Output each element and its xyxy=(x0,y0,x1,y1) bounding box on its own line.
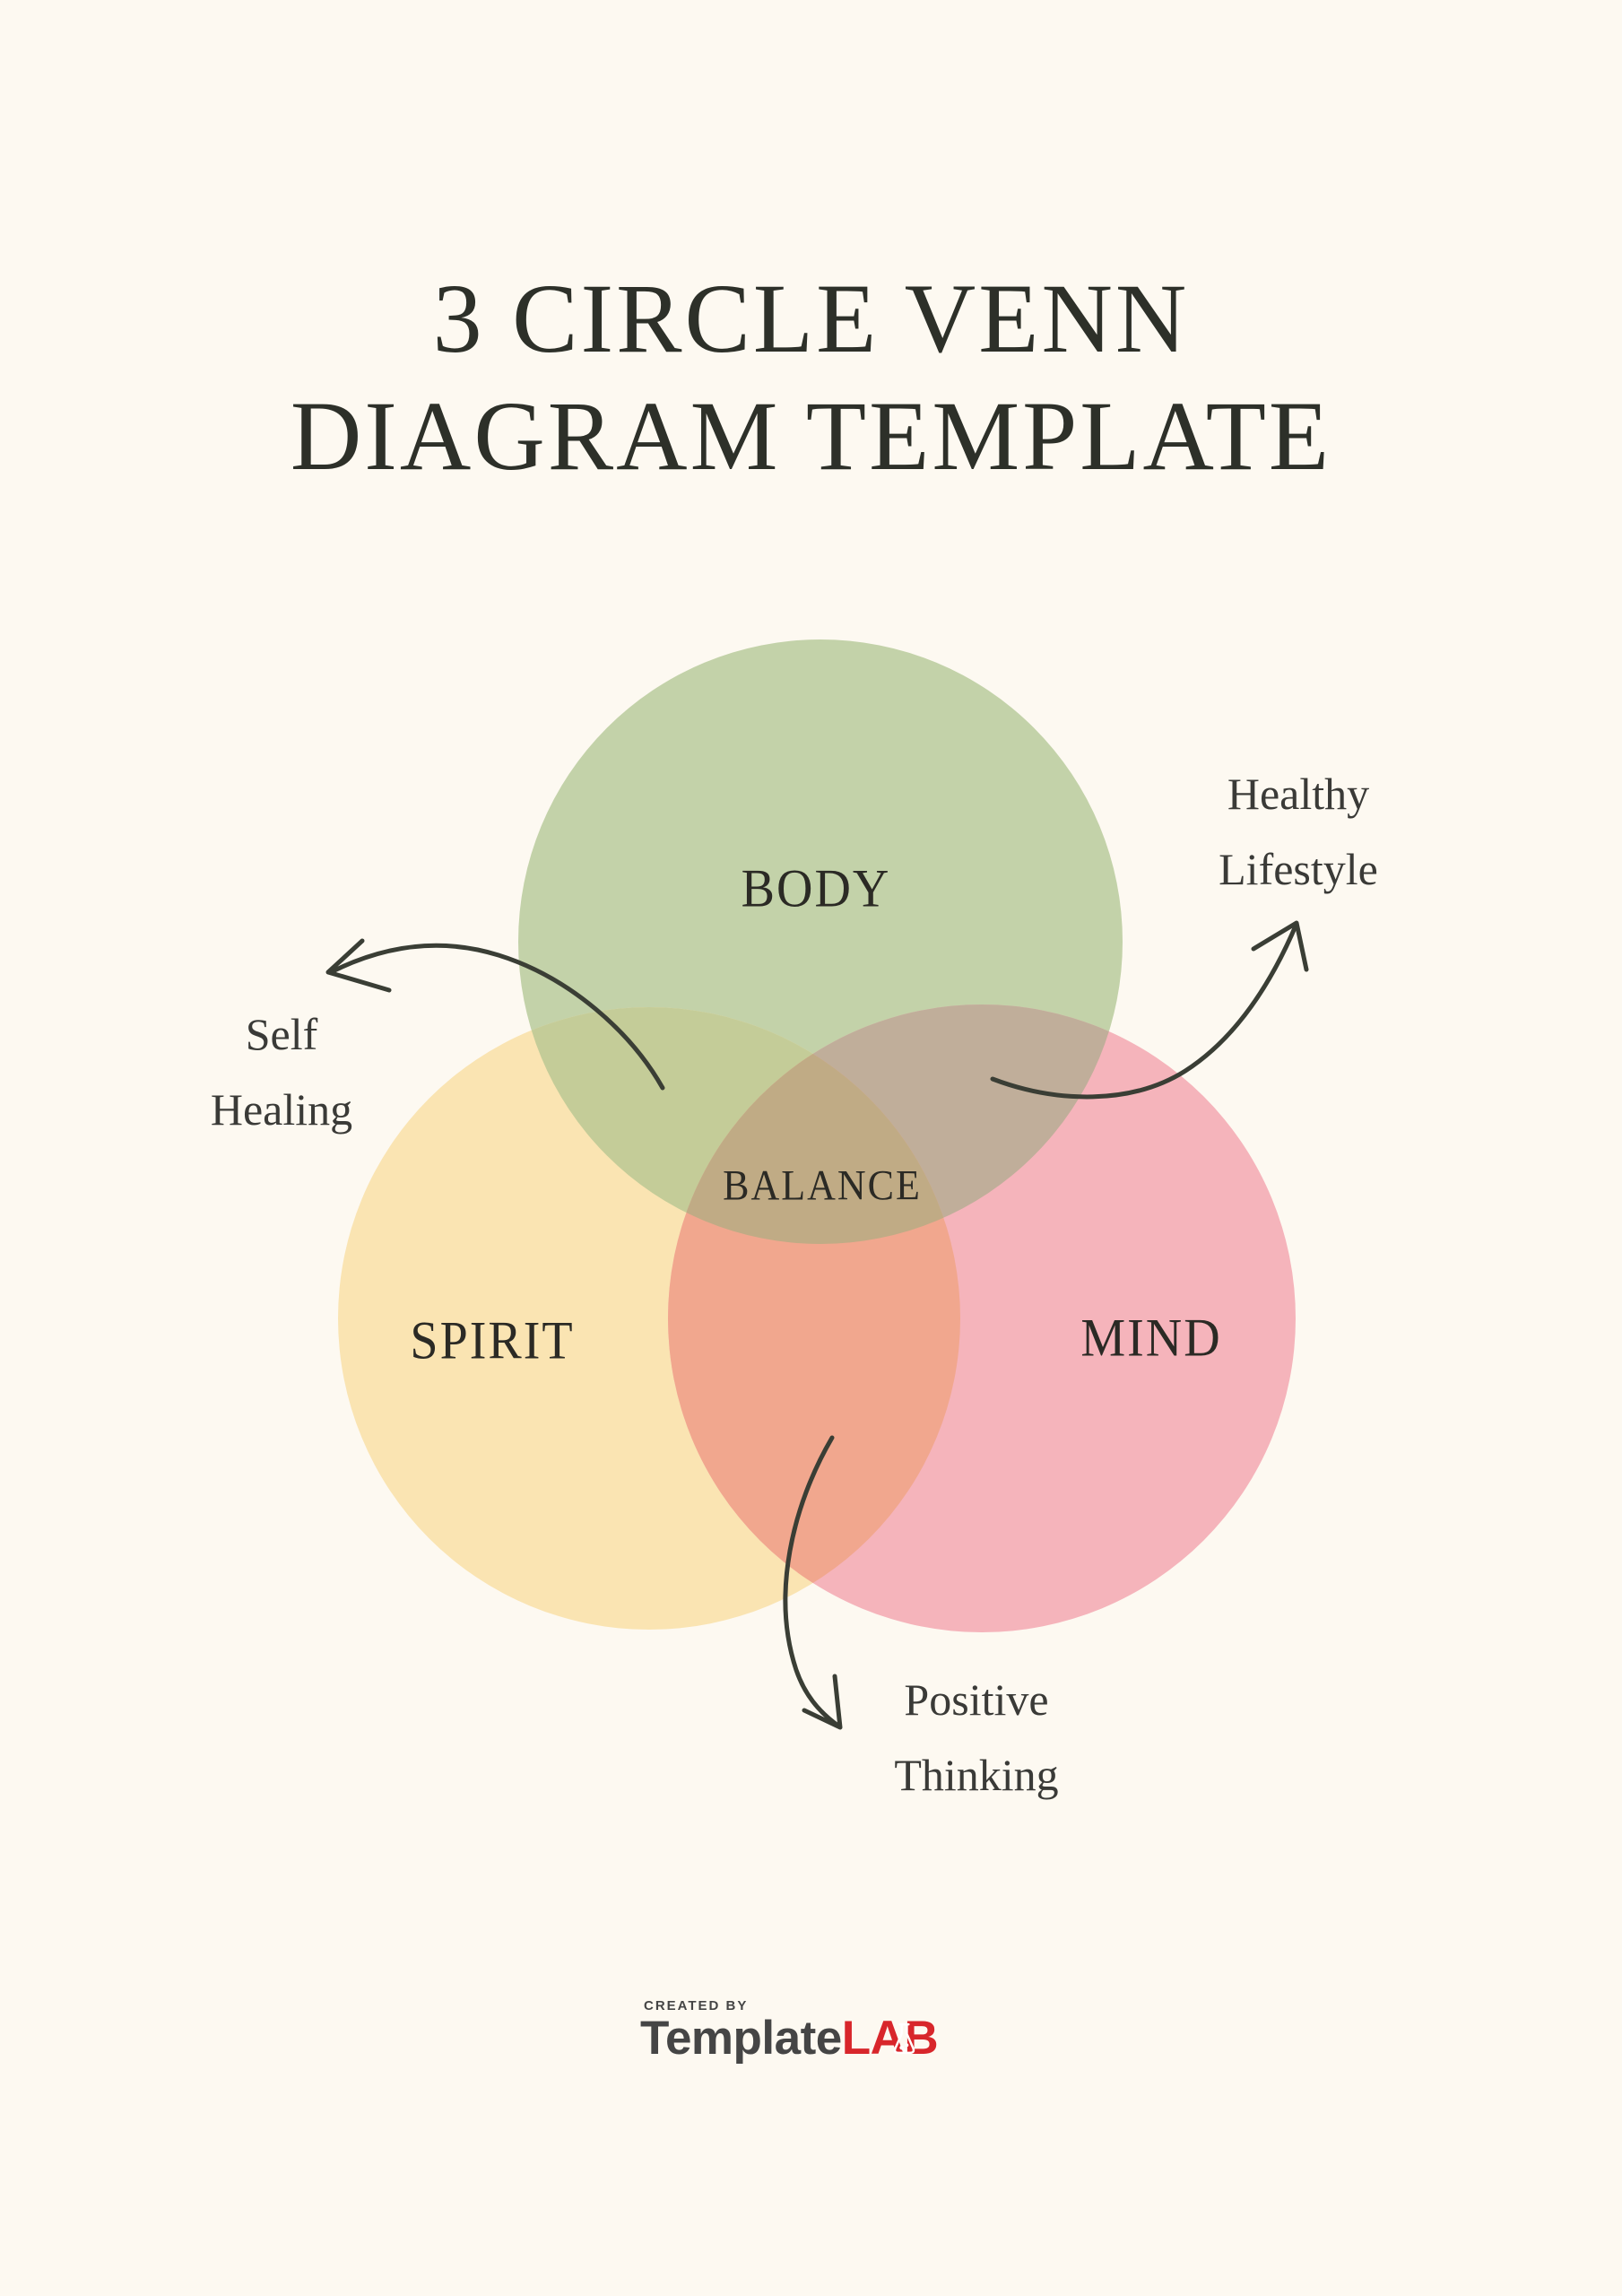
title-line-2: DIAGRAM TEMPLATE xyxy=(290,381,1332,491)
body-spirit-overlap xyxy=(518,1007,960,1244)
annotation-healthy-lifestyle-line-2: Lifestyle xyxy=(1219,844,1378,894)
brand-name: TemplateLAB xyxy=(640,2012,939,2065)
annotation-positive-thinking-line-2: Thinking xyxy=(894,1750,1059,1800)
annotation-self-healing-line-2: Healing xyxy=(210,1084,353,1135)
flask-icon xyxy=(893,2022,915,2055)
page-title: 3 CIRCLE VENN DIAGRAM TEMPLATE xyxy=(0,260,1622,495)
arrow-to-self-healing-head xyxy=(325,938,392,993)
annotation-healthy-lifestyle: Healthy Lifestyle xyxy=(1219,756,1378,907)
arrow-to-positive-thinking xyxy=(783,1435,842,1729)
spirit-label: SPIRIT xyxy=(410,1310,575,1371)
arrow-to-healthy-lifestyle xyxy=(990,921,1299,1100)
arrow-to-healthy-lifestyle-head xyxy=(1251,920,1309,972)
balance-label: BALANCE xyxy=(723,1161,922,1210)
mind-label: MIND xyxy=(1080,1308,1222,1369)
arrow-to-positive-thinking-head xyxy=(802,1674,843,1730)
body-label: BODY xyxy=(741,858,891,919)
annotation-self-healing-line-1: Self xyxy=(245,1009,318,1059)
arrows xyxy=(325,920,1309,1730)
templatelab-logo: CREATED BY TemplateLAB xyxy=(640,1998,939,2065)
annotation-positive-thinking: Positive Thinking xyxy=(894,1662,1058,1813)
brand-name-main: Template xyxy=(640,2012,842,2065)
annotation-healthy-lifestyle-line-1: Healthy xyxy=(1227,769,1370,819)
title-line-1: 3 CIRCLE VENN xyxy=(432,264,1190,373)
arrow-to-self-healing xyxy=(330,943,665,1091)
annotation-self-healing: Self Healing xyxy=(211,996,352,1147)
annotation-positive-thinking-line-1: Positive xyxy=(904,1674,1049,1725)
brand-name-suffix: LAB xyxy=(841,2012,939,2065)
created-by-text: CREATED BY xyxy=(644,1998,749,2013)
